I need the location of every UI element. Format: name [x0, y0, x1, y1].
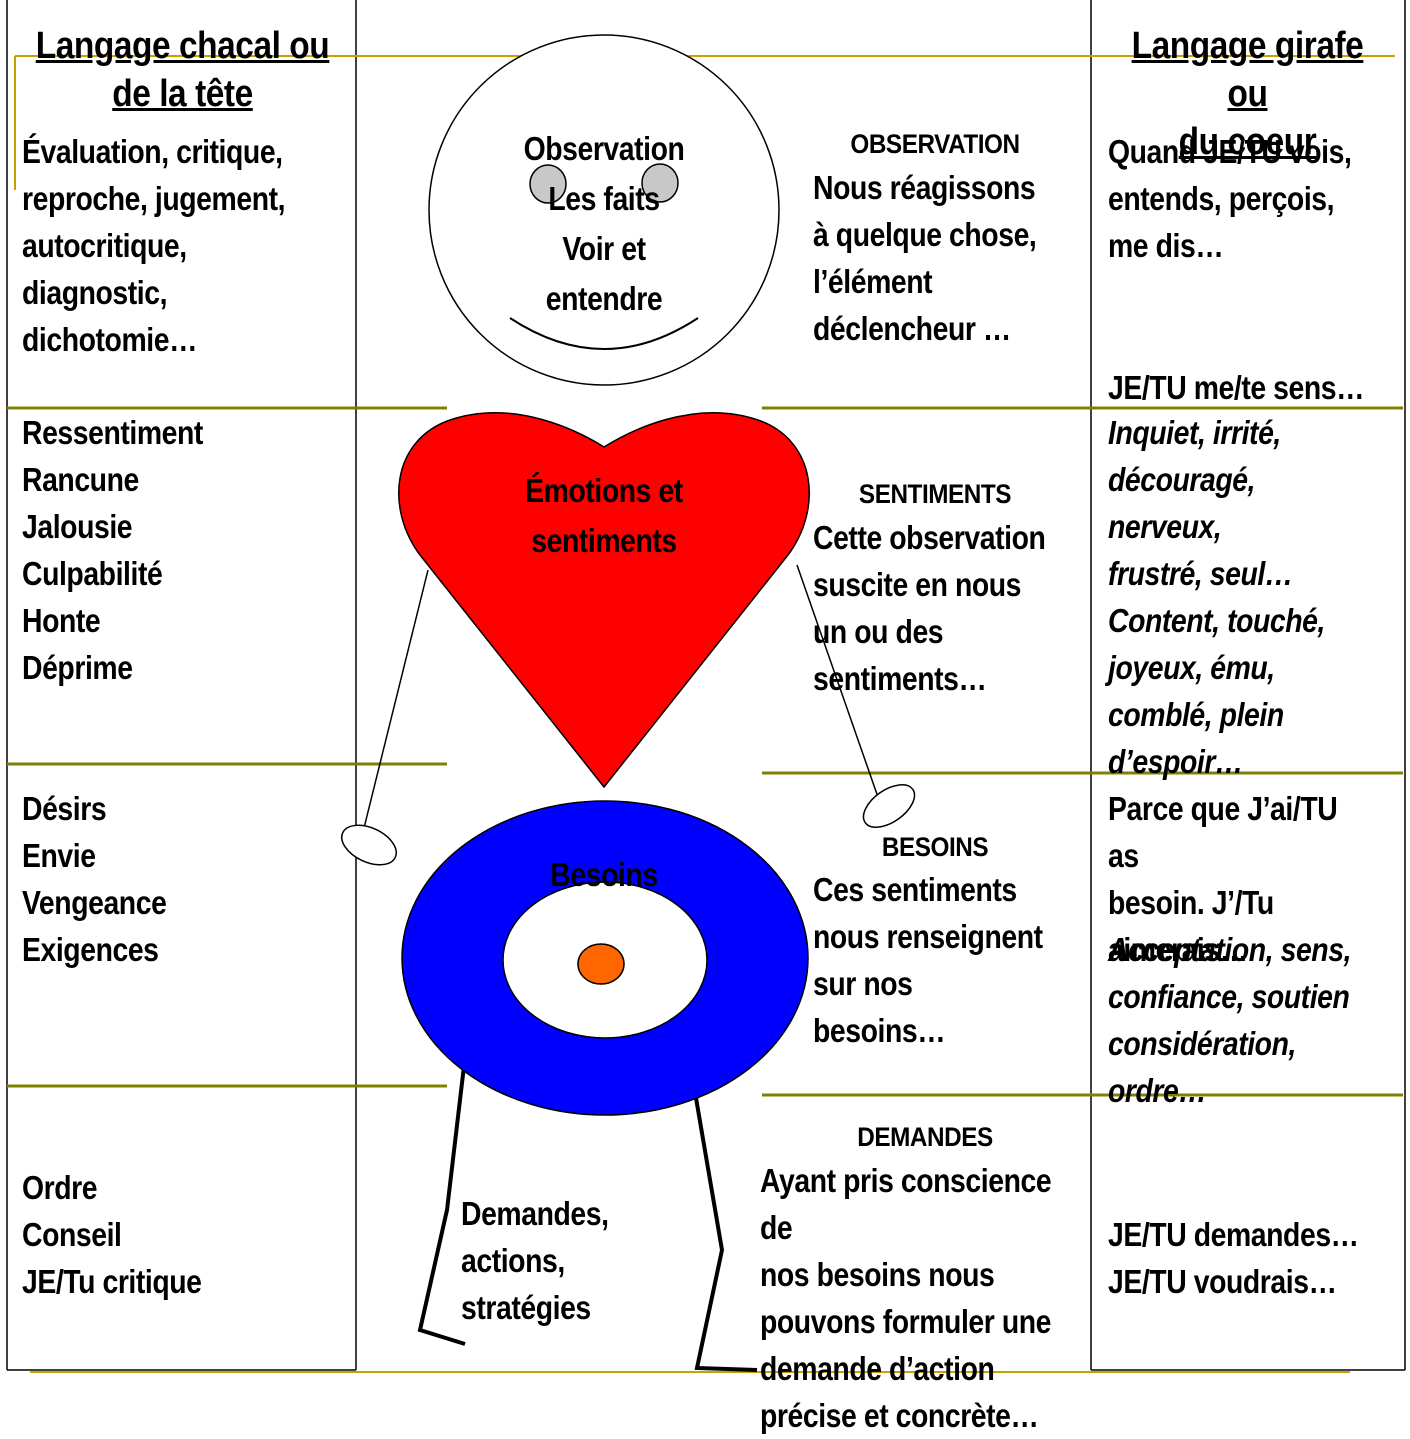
- left-leg: [417, 1065, 466, 1346]
- right-eye: [641, 163, 679, 203]
- heart: [398, 412, 810, 789]
- sentiments-title: SENTIMENTS: [858, 479, 1012, 509]
- left-eye: [529, 164, 567, 204]
- besoins-title: BESOINS: [881, 832, 989, 862]
- demandes-text: Ayant pris conscience de nos besoins nou…: [760, 1162, 1052, 1434]
- left-hand: [341, 824, 397, 866]
- right-sentiments-examples: Inquiet, irrité, découragé, nerveux, fru…: [1108, 414, 1325, 780]
- observation-text: Nous réagissons à quelque chose, l’éléme…: [813, 169, 1037, 347]
- observation-title: OBSERVATION: [850, 129, 1020, 159]
- left-observation-text: Évaluation, critique, reproche, jugement…: [22, 133, 286, 358]
- smile: [509, 317, 699, 350]
- right-column-heading: Langage girafe ou du coeur: [1131, 25, 1364, 163]
- right-hand: [862, 784, 916, 828]
- demandes-title: DEMANDES: [857, 1122, 993, 1152]
- heart-label: Émotions et sentiments: [525, 472, 683, 559]
- right-besoins-intro: Parce que J’ai/TU as besoin. J’/Tu aimer…: [1108, 790, 1338, 968]
- left-besoins-text: Désirs Envie Vengeance Exigences: [22, 790, 167, 968]
- sentiments-text: Cette observation suscite en nous un ou …: [813, 519, 1046, 697]
- target-center: [577, 943, 625, 985]
- right-leg: [694, 1097, 758, 1372]
- right-sentiments-intro: JE/TU me/te sens…: [1108, 369, 1365, 406]
- left-demandes-text: Ordre Conseil JE/Tu critique: [22, 1169, 202, 1300]
- right-demandes-text: JE/TU demandes… JE/TU voudrais…: [1108, 1216, 1359, 1300]
- right-arm: [796, 564, 880, 801]
- left-column-heading: Langage chacal ou de la tête: [35, 25, 330, 115]
- left-arm: [362, 569, 429, 833]
- row-dividers: [7, 406, 1403, 1097]
- head: [428, 34, 780, 386]
- right-besoins-examples: Acceptation, sens, confiance, soutien co…: [1108, 931, 1352, 1109]
- target-label: Besoins: [550, 856, 658, 893]
- left-sentiments-text: Ressentiment Rancune Jalousie Culpabilit…: [22, 414, 203, 686]
- legs-label: Demandes, actions, stratégies: [461, 1195, 609, 1326]
- head-label: Observation Les faits Voir et entendre: [523, 130, 685, 317]
- right-observation-text: Quand JE/TU vois, entends, perçois, me d…: [1108, 133, 1352, 264]
- besoins-text: Ces sentiments nous renseignent sur nos …: [813, 871, 1043, 1049]
